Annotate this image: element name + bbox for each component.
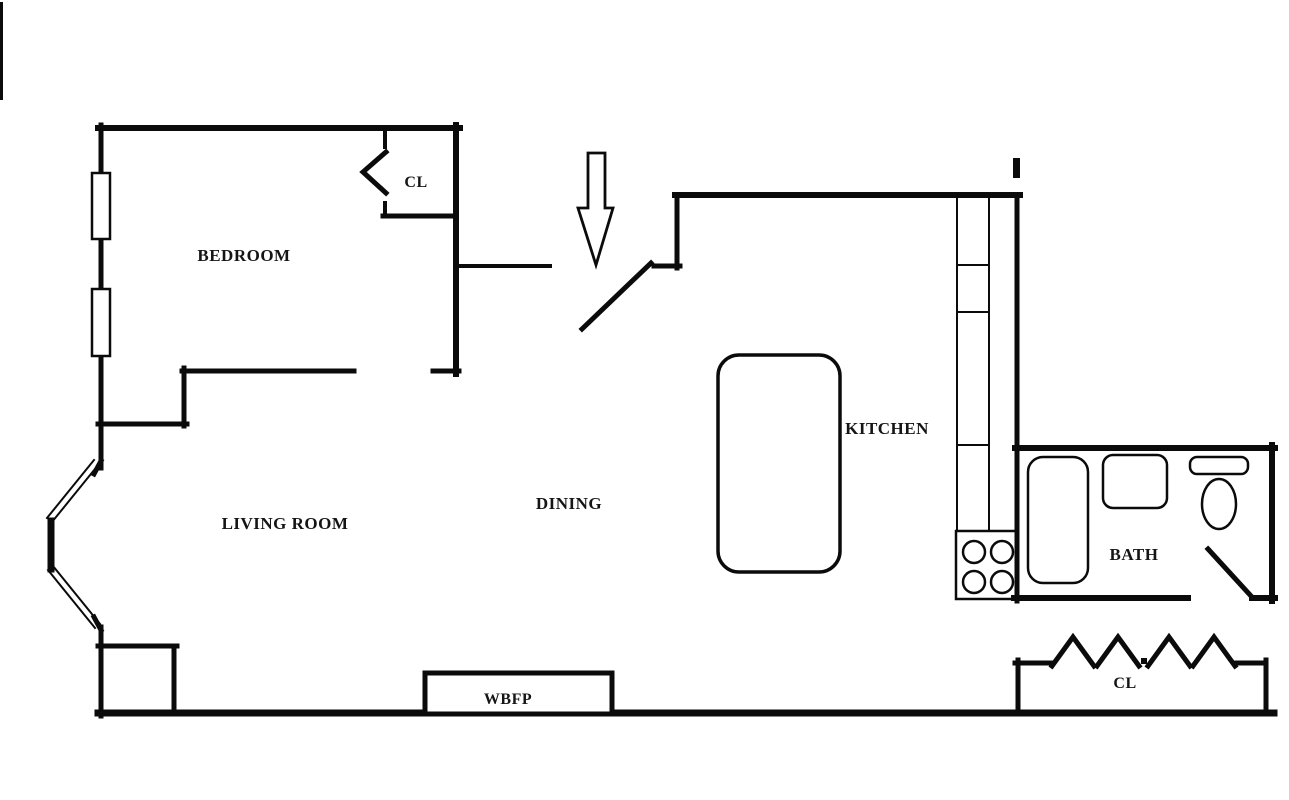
stray-mark — [0, 2, 3, 100]
stove-icon — [954, 529, 1019, 601]
bay-window-glass-lower-b — [46, 568, 97, 630]
accordion-door-dot — [1141, 658, 1147, 664]
bay-window-jamb-bottom — [90, 613, 105, 634]
stove-burner-2 — [989, 539, 1015, 565]
room-label-wbfp: WBFP — [483, 691, 533, 708]
entry-door-swing-icon — [578, 259, 655, 333]
bay-window-glass-upper-b — [45, 458, 96, 520]
bathtub-icon — [1026, 455, 1090, 585]
accordion-door-1 — [1048, 632, 1098, 670]
room-label-dining: DINING — [535, 494, 603, 513]
room-label-bath: BATH — [1109, 545, 1159, 564]
toilet-bowl-icon — [1200, 477, 1238, 531]
room-label-bedroom: BEDROOM — [197, 246, 291, 265]
bedroom-window-2 — [90, 287, 112, 358]
room-label-closet-top: CL — [404, 174, 428, 191]
kitchen-table-icon — [716, 353, 842, 574]
bay-window-jamb-top — [90, 457, 105, 478]
bay-window-glass-upper-a — [50, 462, 101, 524]
bath-sink-icon — [1101, 453, 1169, 510]
bath-door-swing-icon — [1204, 545, 1255, 600]
room-label-living-room: LIVING ROOM — [221, 514, 349, 533]
bay-window-glass-lower-a — [51, 564, 102, 626]
room-label-kitchen: KITCHEN — [845, 419, 929, 438]
room-label-closet-bottom: CL — [1113, 675, 1137, 692]
wall-tick-above-kitchen — [1013, 158, 1020, 178]
closet-door-chevron-icon — [359, 148, 390, 197]
stove-burner-3 — [961, 569, 987, 595]
stove-burner-4 — [989, 569, 1015, 595]
bedroom-window-1 — [90, 171, 112, 241]
accordion-door-4 — [1189, 632, 1239, 670]
stove-burner-1 — [961, 539, 987, 565]
accordion-door-2 — [1093, 632, 1143, 670]
toilet-tank-icon — [1188, 455, 1250, 476]
accordion-door-3 — [1144, 632, 1194, 670]
entrance-arrow-icon — [576, 151, 615, 270]
fireplace-wbfp-icon — [422, 670, 615, 717]
